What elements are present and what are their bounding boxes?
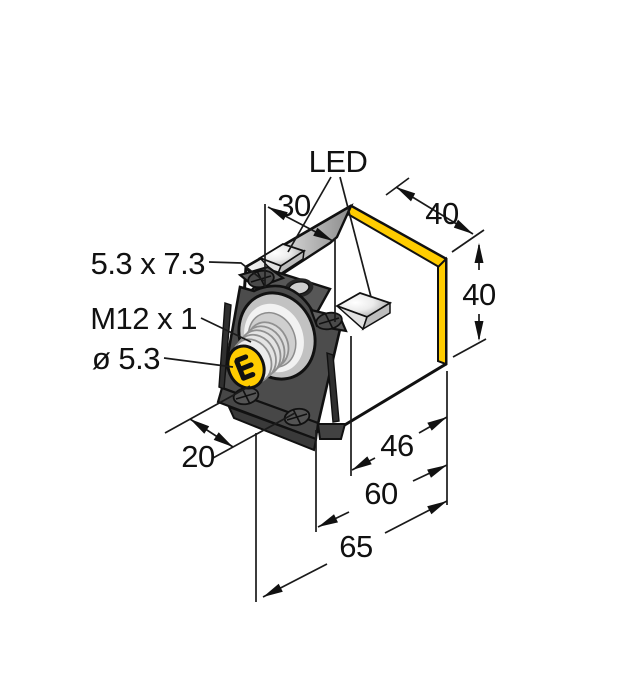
- dimension-60: 60: [315, 430, 448, 532]
- label-led: LED: [309, 144, 368, 179]
- dim-46-value: 46: [380, 428, 413, 463]
- dim-30-value: 30: [277, 188, 311, 223]
- bracket-screw-bottom-left: [232, 386, 260, 406]
- dim-65-value: 65: [339, 529, 372, 564]
- label-slot-size: 5.3 x 7.3: [91, 246, 205, 281]
- bracket-strut-left: [218, 302, 232, 391]
- bracket-base-right: [316, 423, 347, 440]
- bracket-strut-right: [326, 351, 340, 423]
- bracket-screw-bottom-right: [283, 407, 311, 427]
- annotation-slot-size: 5.3 x 7.3: [91, 246, 265, 282]
- dimension-20: 20: [164, 385, 296, 474]
- dimension-40-side: 40: [452, 243, 496, 358]
- dimension-30: 30: [264, 188, 336, 322]
- dim-60-value: 60: [364, 476, 398, 511]
- m12-connector: [226, 291, 317, 390]
- dim-40-side-value: 40: [462, 277, 496, 312]
- led-window-side: [334, 292, 393, 331]
- connector-contacts: [234, 354, 256, 381]
- sensor-body: [242, 203, 448, 435]
- dimension-46: 46: [350, 336, 448, 476]
- label-thread-size: M12 x 1: [90, 301, 197, 336]
- annotation-thread-size: M12 x 1: [90, 301, 252, 343]
- bracket-base-strip: [227, 405, 318, 452]
- connector-face: [226, 344, 266, 390]
- dimension-40-top: 40: [385, 177, 485, 253]
- dim-40-top-value: 40: [425, 196, 459, 231]
- annotation-hole-diameter: ø 5.3: [92, 341, 234, 376]
- active-face-strip-right: [437, 256, 447, 366]
- annotation-led: LED: [287, 144, 372, 298]
- dim-20-value: 20: [181, 439, 215, 474]
- dimension-65: 65: [255, 433, 448, 602]
- label-hole-diameter: ø 5.3: [92, 341, 160, 376]
